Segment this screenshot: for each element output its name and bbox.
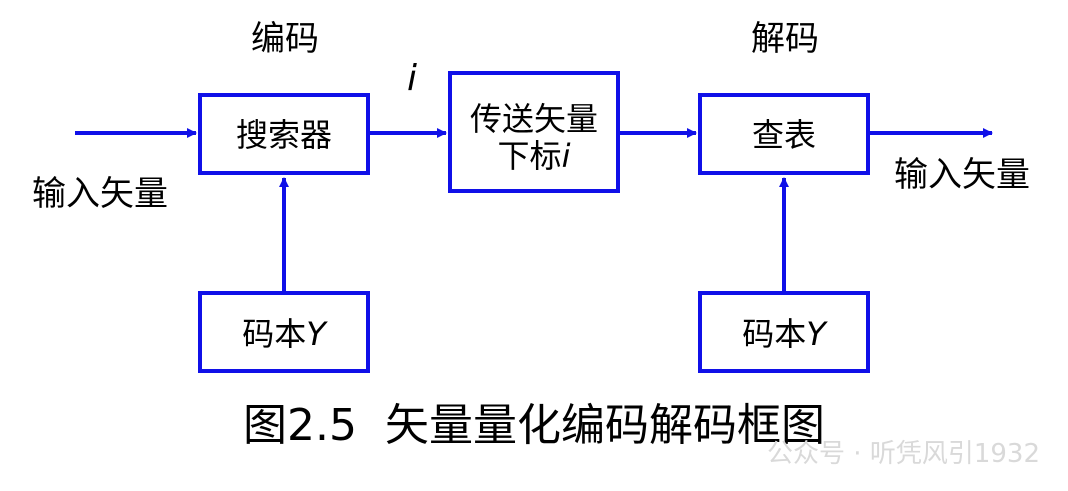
- transmit-line2-prefix: 下标: [498, 137, 562, 175]
- codebook-left-prefix: 码本: [242, 315, 306, 353]
- codebook-right-prefix: 码本: [742, 315, 806, 353]
- transmit-line2-label: 下标i: [498, 137, 571, 175]
- encode-label: 编码: [251, 19, 319, 59]
- codebook-right-label: 码本Y: [742, 315, 828, 353]
- codebook-left-symbol: Y: [306, 315, 328, 353]
- codebook-right-symbol: Y: [806, 315, 828, 353]
- figure-caption: 图2.5 矢量量化编码解码框图: [243, 400, 825, 451]
- transmit-line2-symbol: i: [562, 137, 571, 175]
- decode-label: 解码: [751, 19, 819, 59]
- searcher-label: 搜索器: [236, 116, 332, 154]
- input-vector-right-label: 输入矢量: [894, 155, 1030, 195]
- lookup-label: 查表: [752, 116, 816, 154]
- watermark-text: 公众号 · 听凭风引1932: [767, 439, 1040, 469]
- transmit-line1-label: 传送矢量: [470, 100, 598, 138]
- index-symbol-label: i: [407, 58, 417, 99]
- input-vector-left-label: 输入矢量: [32, 174, 168, 214]
- codebook-left-label: 码本Y: [242, 315, 328, 353]
